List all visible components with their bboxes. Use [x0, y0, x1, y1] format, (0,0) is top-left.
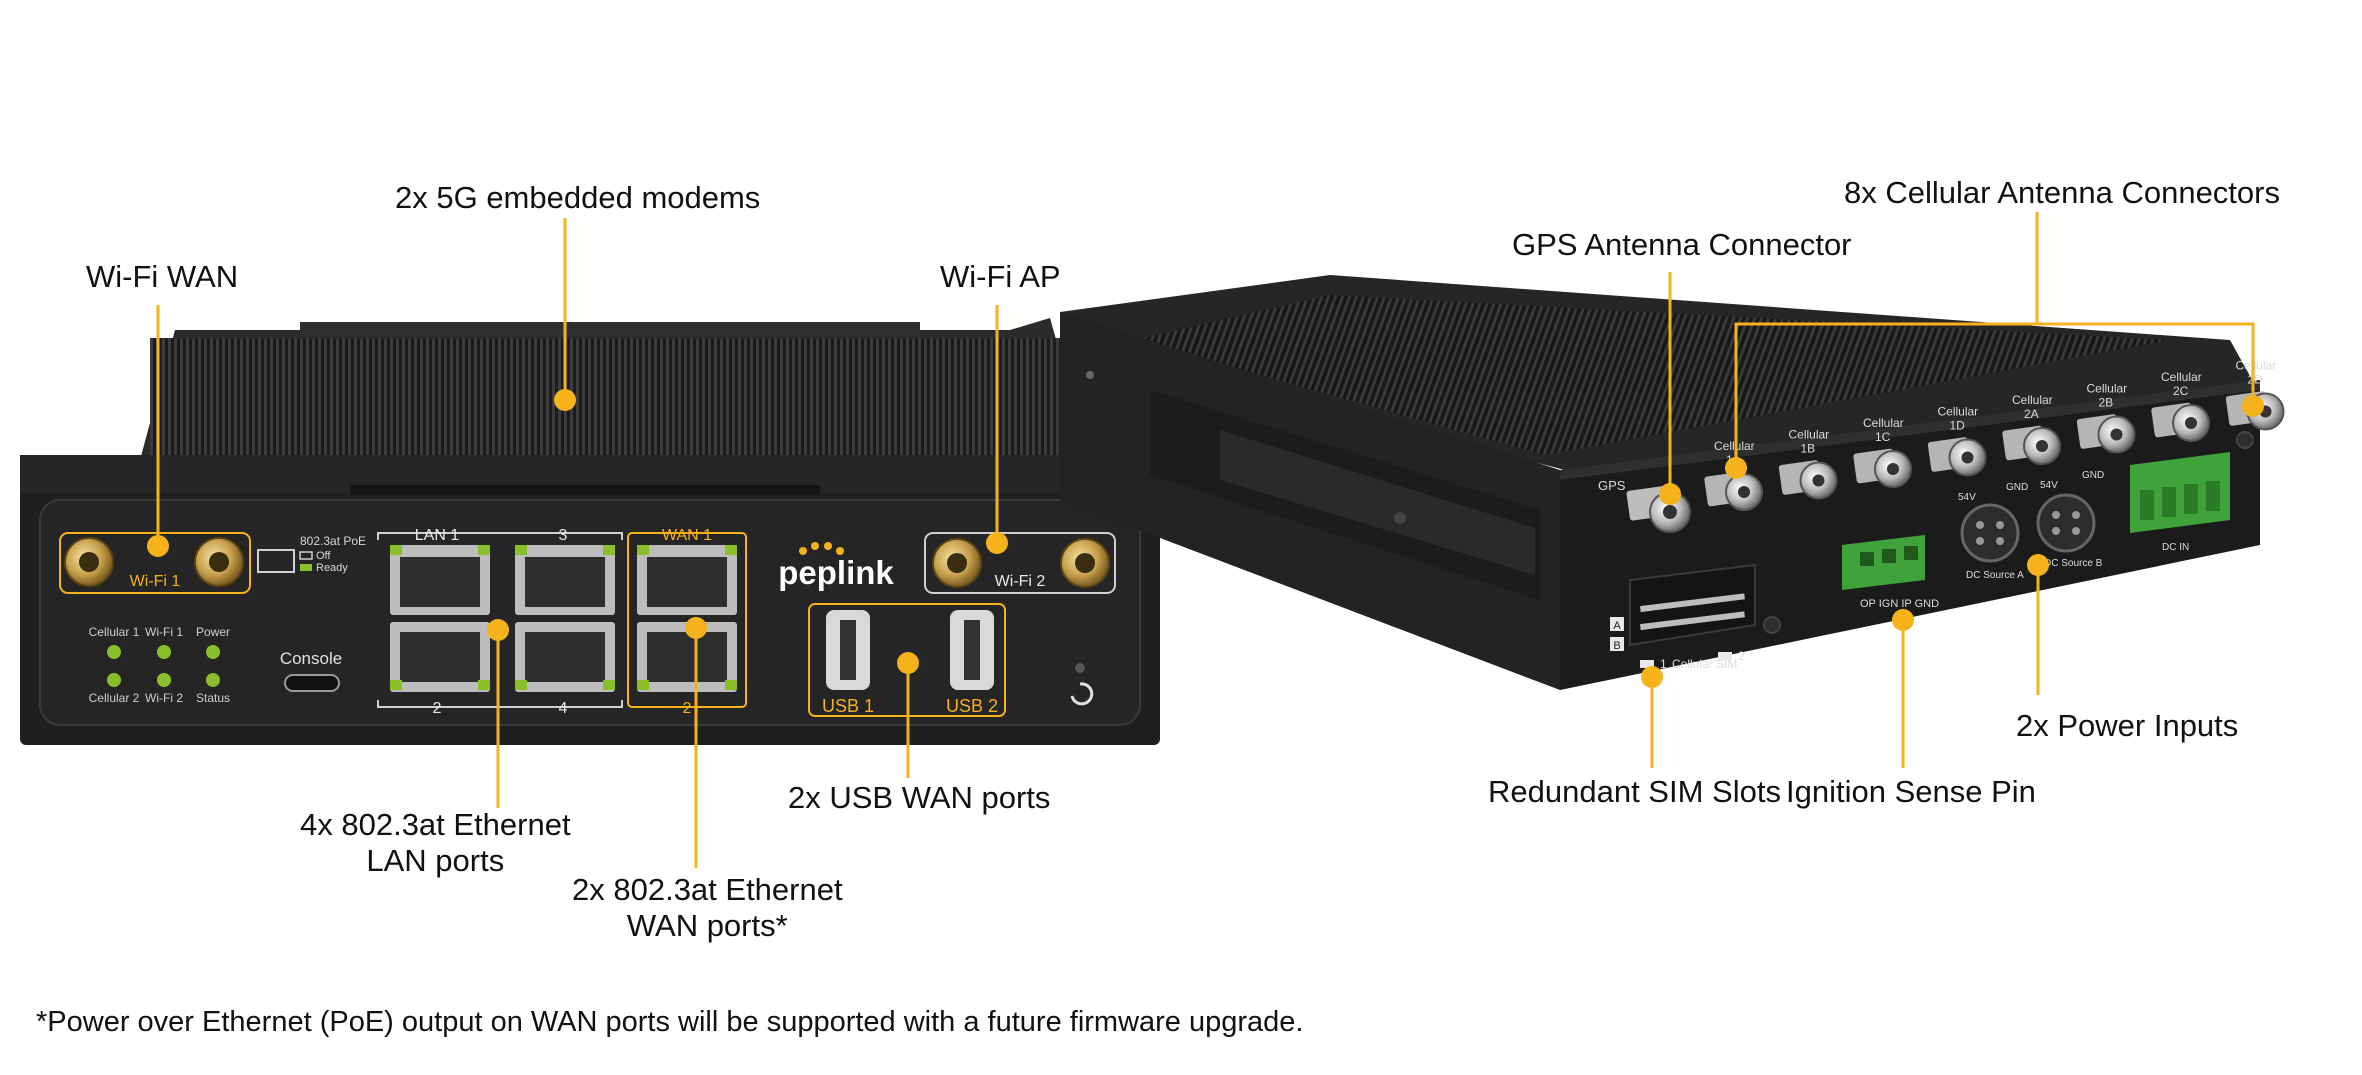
dc-in-label: DC IN — [2162, 542, 2189, 553]
brand-text: peplink — [778, 554, 894, 591]
callout-wan-line1: 2x 802.3at Ethernet — [572, 872, 843, 907]
cellular-connectors: Cellular1ACellular1BCellular1CCellular1D… — [1704, 359, 2285, 511]
svg-text:54V: 54V — [1958, 492, 1976, 503]
svg-text:54V: 54V — [2040, 480, 2058, 491]
wifi2-label: Wi-Fi 2 — [995, 573, 1046, 590]
lan1-label: LAN 1 — [415, 527, 460, 544]
wan1-label: WAN 1 — [662, 527, 712, 544]
sim-1-label: 1 — [1660, 657, 1667, 671]
cellular-label-6: Cellular — [2087, 382, 2128, 396]
callout-modems: 2x 5G embedded modems — [395, 180, 761, 215]
sim-label: Cellular SIM — [1672, 657, 1737, 671]
callout-lan-ports: 4x 802.3at Ethernet LAN ports — [300, 807, 571, 879]
console-port[interactable] — [284, 674, 340, 692]
front-device: Wi-Fi 1 802.3at PoE Off Ready Cellular 1… — [20, 318, 1160, 745]
led-wifi2 — [157, 673, 171, 687]
cellular-label-1: Cellular — [1714, 439, 1755, 453]
reset-icon[interactable] — [1070, 682, 1094, 706]
callout-wan-ports: 2x 802.3at Ethernet WAN ports* — [572, 872, 843, 944]
callout-gps: GPS Antenna Connector — [1512, 227, 1852, 262]
callout-power: 2x Power Inputs — [2016, 708, 2239, 743]
dc-source-a: 54V GND DC Source A — [1958, 482, 2028, 581]
led-label-power: Power — [196, 625, 230, 639]
cellular-label-3: Cellular — [1863, 416, 1904, 430]
cellular-id-3: 1C — [1875, 430, 1891, 444]
cellular-id-2: 1B — [1801, 442, 1816, 456]
led-label-status: Status — [196, 691, 230, 705]
callout-sim: Redundant SIM Slots — [1488, 774, 1781, 809]
lan3-label: 3 — [559, 527, 568, 544]
dc-source-b: 54V GND DC Source B — [2036, 470, 2104, 569]
cellular-id-6: 2B — [2099, 396, 2114, 410]
led-label-wifi2: Wi-Fi 2 — [145, 691, 183, 705]
callout-wifi-ap: Wi-Fi AP — [940, 259, 1061, 294]
sim-slot-b-label: B — [1613, 640, 1620, 652]
cellular-id-7: 2C — [2173, 384, 2189, 398]
led-label-cellular2: Cellular 2 — [89, 691, 140, 705]
lan2-label: 2 — [433, 700, 442, 717]
wifi1-label: Wi-Fi 1 — [130, 573, 181, 590]
poe-off: Off — [316, 550, 331, 562]
sim-2-label: 2 — [1738, 649, 1745, 663]
leader-lines — [147, 212, 2264, 868]
svg-text:GND: GND — [2082, 470, 2104, 481]
console-label: Console — [280, 649, 342, 668]
led-cellular2 — [107, 673, 121, 687]
peplink-logo: peplink — [778, 542, 894, 591]
svg-text:GND: GND — [2006, 482, 2028, 493]
led-label-cellular1: Cellular 1 — [89, 625, 140, 639]
led-wifi1 — [157, 645, 171, 659]
callout-usb-wan: 2x USB WAN ports — [788, 780, 1051, 815]
callout-ignition: Ignition Sense Pin — [1786, 774, 2036, 809]
led-power — [206, 645, 220, 659]
leader-cellular — [1734, 322, 2255, 468]
ignition-terminal: OP IGN IP GND — [1842, 535, 1939, 610]
usb1-label: USB 1 — [822, 696, 874, 716]
cellular-id-8: 2D — [2248, 373, 2264, 387]
poe-title: 802.3at PoE — [300, 534, 366, 548]
cellular-connector-1: Cellular1A — [1704, 439, 1763, 511]
callout-wifi-wan: Wi-Fi WAN — [86, 259, 239, 294]
dc-source-a-label: DC Source A — [1966, 570, 2024, 581]
wan2-label: 2 — [683, 700, 692, 717]
led-cellular1 — [107, 645, 121, 659]
cellular-label-5: Cellular — [2012, 393, 2053, 407]
poe-ready: Ready — [316, 562, 348, 574]
rear-device: GPS Cellular1ACellular1BCellular1CCellul… — [1060, 275, 2285, 690]
gps-label: GPS — [1598, 478, 1626, 493]
cellular-id-4: 1D — [1950, 419, 1966, 433]
callout-wan-line2: WAN ports* — [626, 908, 788, 943]
usb2-label: USB 2 — [946, 696, 998, 716]
cellular-label-8: Cellular — [2236, 359, 2277, 373]
lan4-label: 4 — [559, 700, 568, 717]
cellular-label-2: Cellular — [1789, 428, 1830, 442]
dc-in-terminal: DC IN — [2130, 452, 2230, 553]
ignition-pins-label: OP IGN IP GND — [1860, 598, 1939, 610]
led-label-wifi1: Wi-Fi 1 — [145, 625, 183, 639]
cellular-id-5: 2A — [2024, 407, 2039, 421]
cellular-label-7: Cellular — [2161, 370, 2202, 384]
sim-slot-a-label: A — [1613, 620, 1621, 632]
led-status — [206, 673, 220, 687]
footnote: *Power over Ethernet (PoE) output on WAN… — [36, 1006, 1304, 1038]
cellular-label-4: Cellular — [1938, 405, 1979, 419]
callout-lan-line1: 4x 802.3at Ethernet — [300, 807, 571, 842]
lan-ports — [390, 545, 615, 692]
status-leds: Cellular 1 Wi-Fi 1 Power Cellular 2 Wi-F… — [89, 625, 230, 705]
callout-lan-line2: LAN ports — [366, 843, 505, 878]
dc-source-b-label: DC Source B — [2044, 558, 2103, 569]
callout-cellular: 8x Cellular Antenna Connectors — [1844, 175, 2280, 210]
